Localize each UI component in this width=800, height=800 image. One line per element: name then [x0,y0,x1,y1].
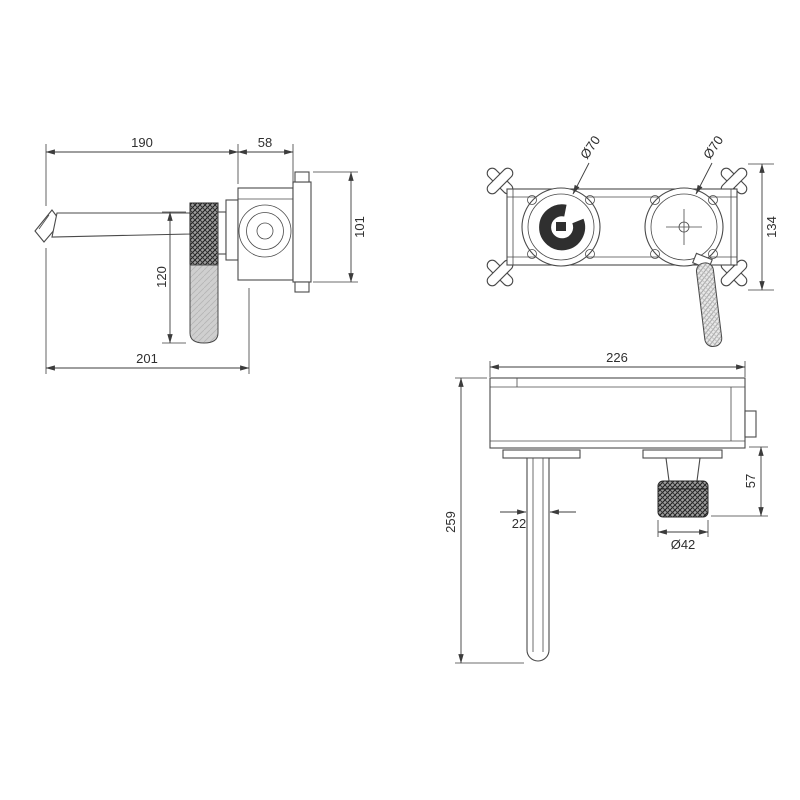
spout-tip-detail-line [38,214,50,230]
dim-right-hole-diameter-label: Ø70 [700,133,726,162]
dim-handle-height-label: 57 [743,474,758,488]
valve-body-side [237,187,294,281]
handle-adapter [217,211,227,255]
leader-line-left-hole [572,162,590,195]
screw-hole [708,195,718,205]
dim-valve-depth-label: 58 [258,135,272,150]
dim-body-height-label: 134 [764,216,779,238]
mounting-ear [486,259,514,287]
cartridge-circle-outer [238,204,292,258]
dim-handle-drop-label: 120 [154,266,169,288]
braided-hose [695,262,723,347]
cartridge-circle-inner [256,222,274,240]
mounting-plate-bottom-tab [294,281,310,293]
mounting-ear [486,167,514,195]
handle-stem-side [189,264,219,344]
dim-body-width-label: 226 [606,350,628,365]
cartridge-stem [556,222,566,231]
screw-hole [585,249,595,259]
handle-knurled-grip-side [189,202,219,266]
body-side-tab [744,410,757,438]
dim-overall-depth-label: 259 [443,511,458,533]
screw-hole [650,195,660,205]
side-view: 190 58 101 120 201 [34,135,367,374]
right-hole-inner [650,193,718,261]
dim-left-hole-diameter-label: Ø70 [577,133,603,162]
handle-escutcheon [642,449,723,459]
cartridge-circle-mid [246,212,284,250]
dim-plate-height-label: 101 [352,216,367,238]
front-view: Ø70 Ø70 134 [486,133,779,347]
spout-escutcheon [502,449,581,459]
handle-knurled-knob-plan [657,480,709,518]
dim-spout-length-label: 190 [131,135,153,150]
inwall-body-plan [489,377,746,449]
screw-hole [708,249,718,259]
screw-hole [527,249,537,259]
mounting-plate-top-tab [294,171,310,183]
dim-knob-diameter-label: Ø42 [671,537,696,552]
dim-overall-projection-label: 201 [136,351,158,366]
leader-line-right-hole [695,162,713,195]
cartridge-socket [539,204,586,251]
center-hub [678,221,690,233]
left-hole-inner [527,193,595,261]
mounting-plate [292,181,312,283]
plan-view: 226 57 Ø42 22 [443,350,768,664]
screw-hole [650,249,660,259]
screw-hole [527,195,537,205]
handle-stem-plan [665,457,701,482]
screw-hole [585,195,595,205]
dim-spout-diameter-label: 22 [512,516,526,531]
valve-collar [225,199,239,261]
spout-tube-side [51,212,191,238]
spout-tube-plan [526,457,550,662]
